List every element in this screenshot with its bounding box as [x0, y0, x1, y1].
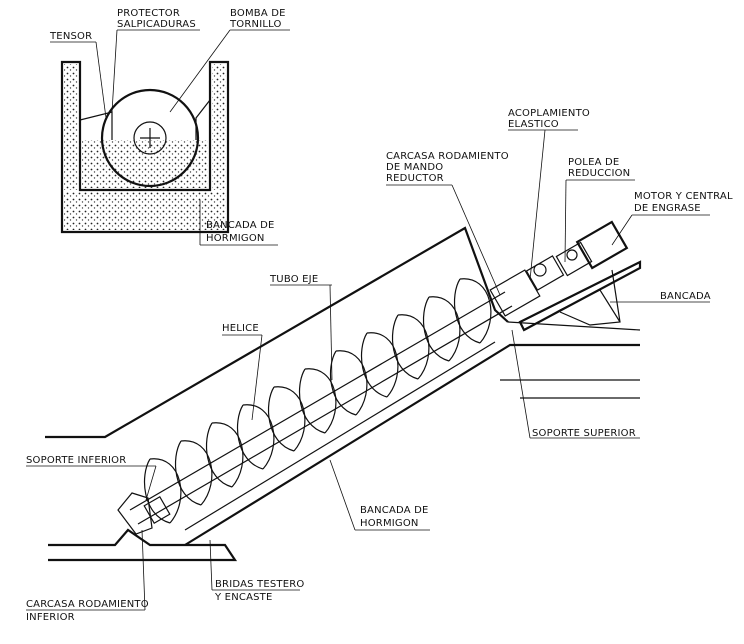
helix-flight: [299, 368, 337, 434]
helix-flights: [144, 278, 492, 524]
labels: TENSOR PROTECTOR SALPICADURAS BOMBA DE T…: [26, 8, 733, 623]
label-carcasa-inf-1: CARCASA RODAMIENTO: [26, 599, 149, 610]
label-bridas-2: Y ENCASTE: [214, 592, 272, 603]
helix-flight: [423, 296, 461, 362]
label-bancada-bottom-1: BANCADA DE: [360, 505, 429, 516]
trough-lower: [184, 343, 640, 546]
shaft-circle: [133, 121, 167, 155]
floor: [48, 528, 238, 562]
helix-flight: [144, 458, 182, 524]
label-bancada-top-2: HORMIGON: [206, 233, 265, 244]
label-carcasa-inf-2: INFERIOR: [26, 612, 75, 623]
label-acoplamiento-1: ACOPLAMIENTO: [508, 108, 590, 119]
label-tensor: TENSOR: [49, 31, 92, 42]
helix-flight: [392, 314, 430, 380]
helix-flight: [206, 422, 244, 488]
label-polea-1: POLEA DE: [568, 157, 619, 168]
label-bancada: BANCADA: [660, 291, 711, 302]
channel-outline: [60, 60, 230, 234]
screw-circle: [100, 88, 200, 188]
label-acoplamiento-2: ELASTICO: [508, 119, 559, 130]
motor: [575, 220, 629, 270]
label-helice: HELICE: [222, 323, 259, 334]
helix-flight: [175, 440, 213, 506]
label-motor-2: DE ENGRASE: [634, 203, 701, 214]
pulley: [555, 241, 593, 277]
label-polea-2: REDUCCION: [568, 168, 630, 179]
helix-flight: [454, 278, 492, 344]
label-carcasa-mando-1: CARCASA RODAMIENTO: [386, 151, 509, 162]
label-bancada-top-1: BANCADA DE: [206, 220, 275, 231]
helix-flight: [361, 332, 399, 398]
upper-bearing-housing: [489, 269, 541, 317]
helix-flight: [330, 350, 368, 416]
label-bancada-bottom-2: HORMIGON: [360, 518, 419, 529]
drive-assembly: [489, 220, 642, 332]
label-protector-2: SALPICADURAS: [117, 19, 196, 30]
trough-upper: [45, 226, 509, 439]
cross-section-view: [50, 29, 290, 246]
tube-shaft-bottom: [137, 305, 513, 525]
label-soporte-superior: SOPORTE SUPERIOR: [532, 428, 636, 439]
label-carcasa-mando-2: DE MANDO: [386, 162, 443, 173]
tube-shaft-top: [129, 291, 506, 511]
inclined-screw-view: [26, 129, 710, 611]
lower-bearing-housing: [117, 492, 153, 535]
label-bomba-1: BOMBA DE: [230, 8, 286, 19]
helix-flight: [237, 404, 275, 470]
helix-flight: [268, 386, 306, 452]
label-soporte-inferior: SOPORTE INFERIOR: [26, 455, 126, 466]
label-tubo-eje: TUBO EJE: [269, 274, 318, 285]
label-protector-1: PROTECTOR: [117, 8, 180, 19]
label-bomba-2: TORNILLO: [229, 19, 282, 30]
label-motor-1: MOTOR Y CENTRAL: [634, 191, 733, 202]
label-bridas-1: BRIDAS TESTERO: [215, 579, 304, 590]
label-carcasa-mando-3: REDUCTOR: [386, 173, 444, 184]
drive-base: [518, 260, 642, 332]
